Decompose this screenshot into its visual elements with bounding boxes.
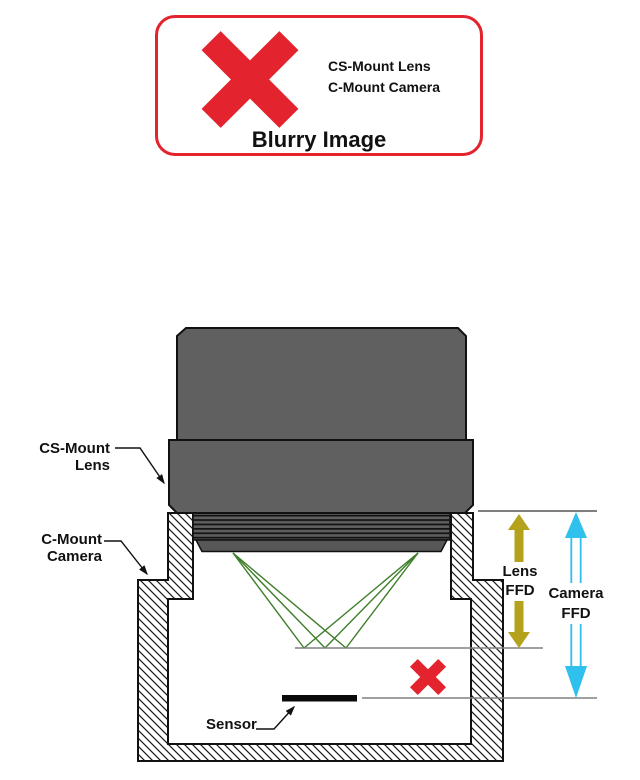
warning-caption: Blurry Image	[251, 127, 387, 152]
warning-line-1: CS-Mount Lens	[328, 58, 431, 74]
camera-ffd-arrow	[565, 512, 587, 698]
lens-ffd-arrow	[508, 514, 530, 648]
lens-rear-barrel	[194, 539, 449, 553]
sensor-label: Sensor	[206, 716, 257, 733]
warning-box: CS-Mount Lens C-Mount Camera Blurry Imag…	[155, 15, 483, 156]
mismatch-x-icon	[409, 658, 447, 696]
lens-focus-ring	[168, 439, 474, 514]
sensor-bar	[282, 695, 357, 702]
lens-upper-barrel	[176, 327, 467, 441]
light-rays	[232, 552, 419, 649]
camera-leader-line	[104, 540, 148, 576]
c-mount-camera-label: C-Mount Camera	[41, 531, 102, 565]
lens-ffd-label: Lens FFD	[502, 563, 538, 599]
lens-thread-mount	[192, 512, 451, 541]
cs-mount-lens-label: CS-Mount Lens	[39, 440, 110, 474]
lens-leader-line	[115, 447, 165, 485]
camera-ffd-label: Camera FFD	[548, 585, 604, 622]
warning-line-2: C-Mount Camera	[328, 79, 441, 95]
sensor-leader-line	[256, 705, 296, 730]
